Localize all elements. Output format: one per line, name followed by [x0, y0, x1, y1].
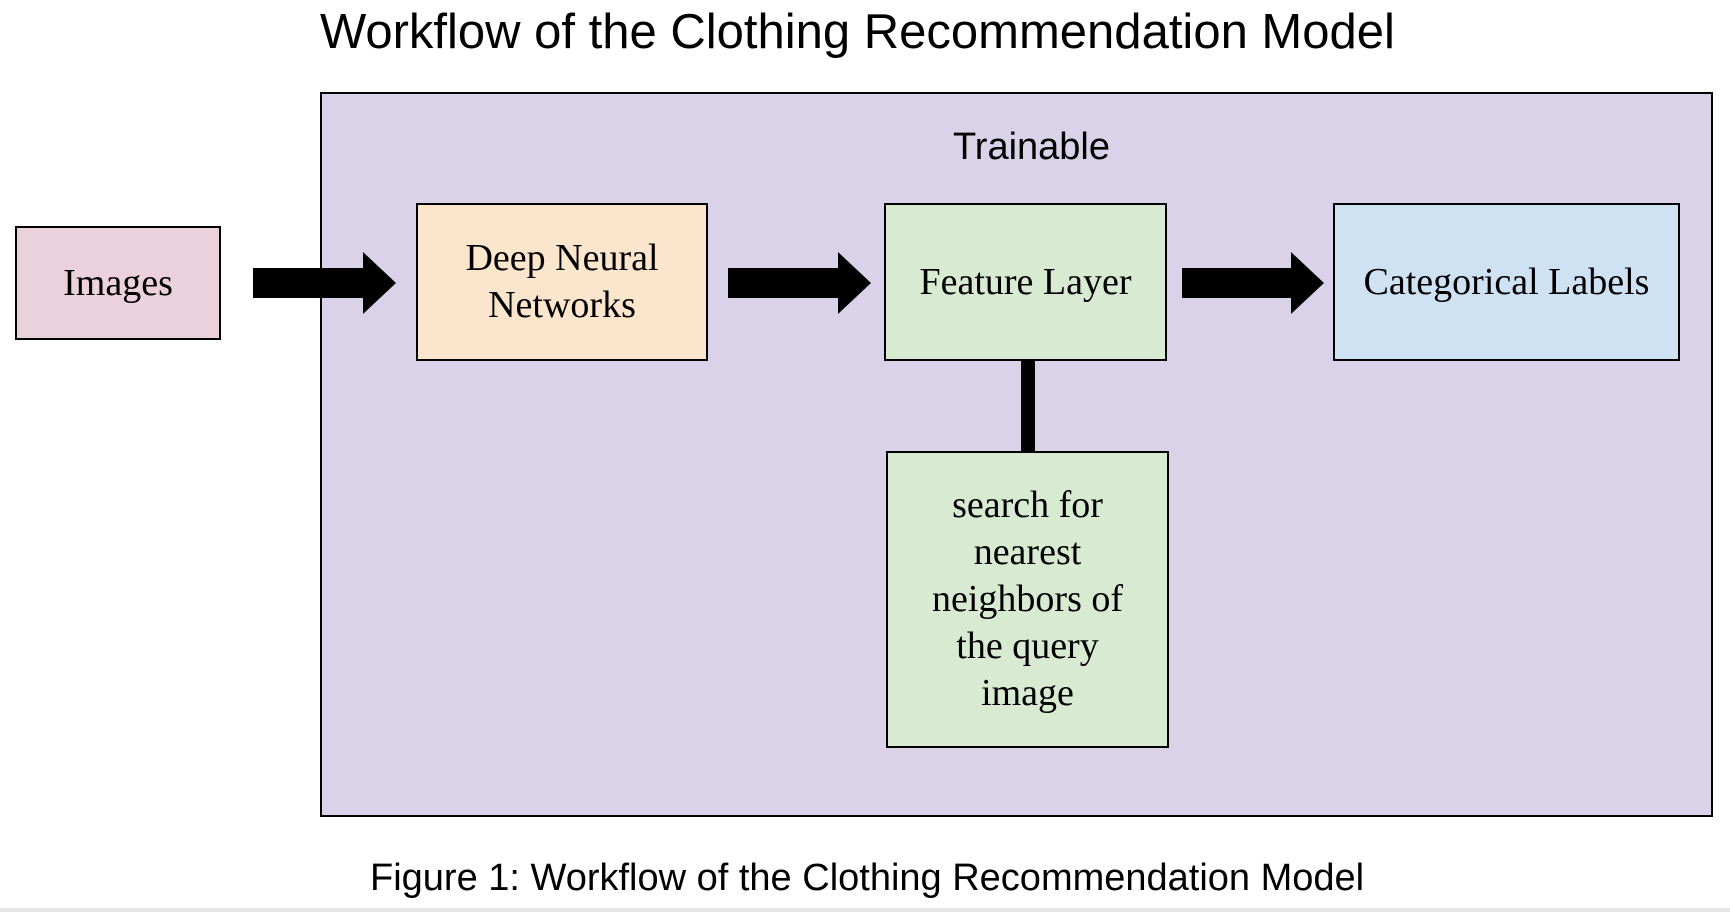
dnn-label-line1: Deep Neural: [465, 237, 659, 279]
categorical-labels-node: Categorical Labels: [1333, 203, 1680, 361]
trainable-label: Trainable: [952, 126, 1110, 168]
bottom-divider: [0, 908, 1730, 912]
search-line-5: image: [981, 672, 1074, 714]
images-node: Images: [15, 226, 221, 340]
deep-neural-networks-node: Deep Neural Networks: [416, 203, 708, 361]
search-line-1: search for: [952, 484, 1103, 526]
diagram-title: Workflow of the Clothing Recommendation …: [320, 5, 1395, 59]
figure-caption: Figure 1: Workflow of the Clothing Recom…: [370, 857, 1365, 899]
feature-layer-label: Feature Layer: [919, 260, 1132, 303]
feature-layer-node: Feature Layer: [884, 203, 1167, 361]
search-line-3: neighbors of: [931, 578, 1124, 620]
dnn-label-line2: Networks: [488, 284, 636, 326]
images-node-label: Images: [63, 261, 173, 304]
nearest-neighbor-search-node: search for nearest neighbors of the quer…: [886, 451, 1169, 748]
search-line-2: nearest: [973, 531, 1082, 573]
categorical-labels-label: Categorical Labels: [1363, 260, 1650, 303]
search-line-4: the query: [956, 625, 1099, 667]
